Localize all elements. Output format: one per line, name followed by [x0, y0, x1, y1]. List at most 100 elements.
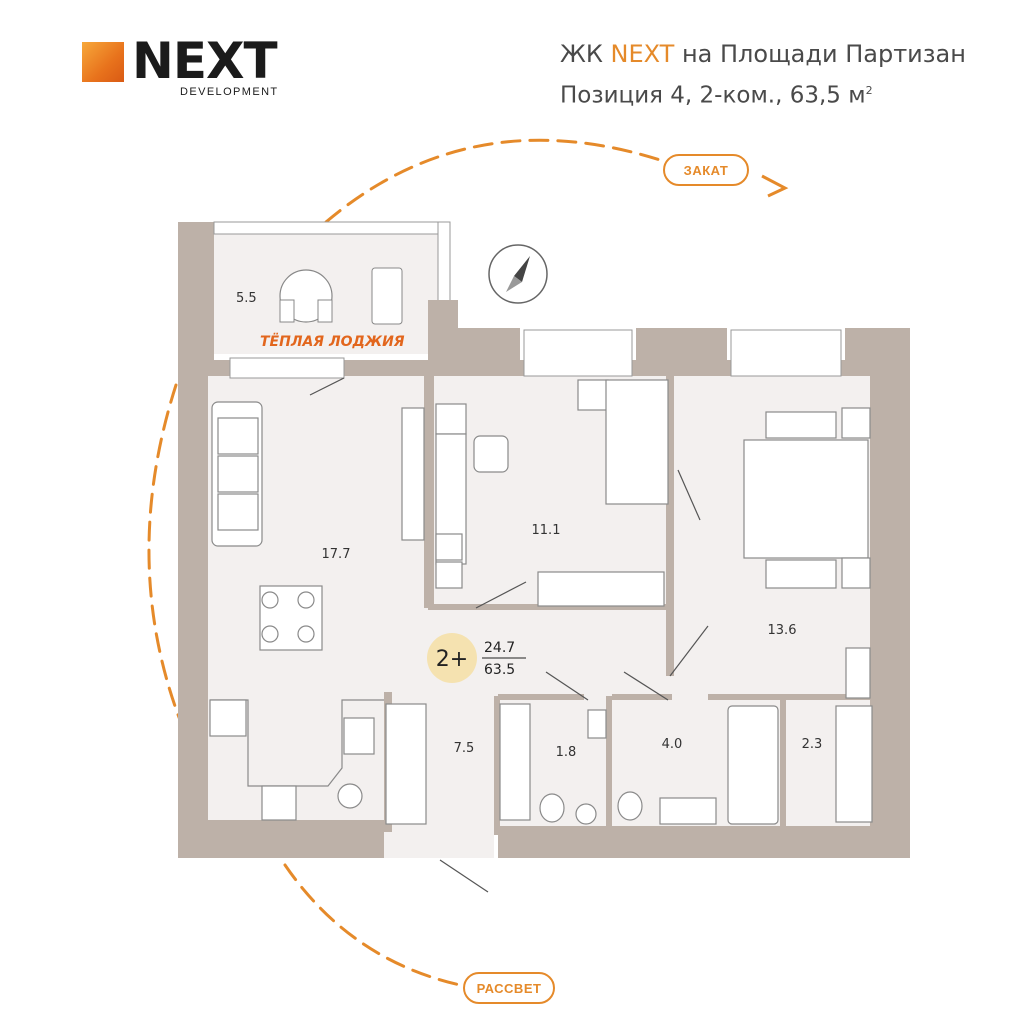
title-accent: NEXT: [610, 40, 675, 68]
badge-living-area: 24.7: [484, 640, 515, 656]
project-title: ЖК NEXT на Площади Партизан: [560, 38, 1020, 70]
tv-stand-icon: [401, 407, 425, 541]
door-swing: [669, 625, 709, 677]
left-arc: [147, 383, 182, 722]
wardrobe-shelf-icon: [835, 705, 873, 823]
compass-needle-south: [506, 276, 522, 292]
doors: [309, 377, 709, 893]
partition-wall: [424, 376, 434, 608]
nightstand-icon: [841, 407, 871, 439]
bathtub-icon: [727, 705, 779, 825]
window: [730, 329, 842, 377]
sunrise-pill-bg: [463, 972, 555, 1004]
desk-icon: [845, 647, 871, 699]
sink-icon: [575, 803, 597, 825]
bed-icon: [605, 379, 669, 505]
chair-icon: [261, 625, 279, 643]
partition-wall: [708, 694, 878, 700]
sunset-pill: ЗАКАТ: [663, 154, 749, 186]
badge-total-area: 63.5: [484, 662, 515, 678]
project-title-block: ЖК NEXT на Площади Партизан Позиция 4, 2…: [560, 38, 1020, 113]
room-area-hall: 7.5: [454, 741, 475, 756]
compass-icon: [488, 244, 548, 304]
sunset-label: ЗАКАТ: [684, 163, 729, 178]
sunrise-pill: РАССВЕТ: [463, 972, 555, 1004]
partition-wall: [428, 604, 670, 610]
washing-machine-icon: [435, 561, 463, 589]
sunrise-arc: [283, 863, 462, 987]
window: [523, 329, 633, 377]
sink-icon: [337, 783, 363, 809]
sunrise-label: РАССВЕТ: [477, 981, 542, 996]
loggia-glazing-side: [437, 221, 451, 303]
armchair-icon: [473, 435, 509, 473]
door-swing: [309, 377, 345, 396]
door-swing: [677, 469, 701, 521]
lounger-icon: [371, 267, 403, 325]
shelf-icon: [499, 703, 531, 821]
sofa-cushion: [217, 455, 259, 493]
apartment-subtitle-text: Позиция 4, 2-ком., 63,5 м: [560, 82, 866, 109]
sunset-arrow-icon: [761, 174, 789, 198]
chair-icon: [261, 591, 279, 609]
chair-icon: [297, 625, 315, 643]
partition-wall: [870, 376, 878, 826]
partition-wall: [666, 376, 674, 676]
badge-circle: [427, 633, 477, 683]
partition-wall: [498, 826, 878, 832]
door-swing: [623, 671, 669, 701]
toilet-icon: [617, 791, 643, 821]
loggia-pillar: [428, 300, 458, 360]
loggia-area: 5.5: [236, 291, 257, 306]
fridge-icon: [343, 717, 375, 755]
bench-icon: [765, 559, 837, 589]
hob-icon: [209, 699, 247, 737]
room-area-bath: 4.0: [662, 737, 683, 752]
stove-icon: [261, 785, 297, 821]
apartment-subtitle: Позиция 4, 2-ком., 63,5 м2: [560, 74, 1020, 113]
chair-icon: [297, 591, 315, 609]
sunset-pill-bg: [663, 154, 749, 186]
loggia-door: [229, 357, 345, 379]
loggia-glazing: [213, 221, 451, 235]
printer-icon: [435, 533, 463, 561]
sofa-cushion: [217, 493, 259, 531]
partition-wall: [606, 696, 612, 828]
room-area-wc: 1.8: [556, 745, 577, 760]
area-unit-sup: 2: [865, 84, 873, 97]
sink-icon: [659, 797, 717, 825]
partition-wall: [208, 820, 388, 830]
chair-icon: [279, 299, 295, 323]
loggia-floor: [214, 222, 450, 354]
room-area-bedroom-large: 13.6: [768, 623, 797, 638]
windows: [229, 329, 842, 379]
room-area-wardrobe: 2.3: [802, 737, 823, 752]
logo-subtitle: DEVELOPMENT: [180, 86, 279, 98]
door-swing: [475, 581, 527, 609]
hall-wardrobe-icon: [385, 703, 427, 825]
sun-path: [147, 138, 662, 987]
logo-wordmark: NEXT: [132, 32, 278, 90]
room-area-living: 17.7: [322, 547, 351, 562]
compass-needle-north: [514, 256, 530, 282]
room-area-bedroom-small: 11.1: [532, 523, 561, 538]
entrance-door-swing: [439, 859, 489, 893]
nightstand-icon: [841, 557, 871, 589]
logo-mark-icon: [82, 42, 124, 82]
title-suffix: на Площади Партизан: [681, 40, 966, 68]
bed-icon: [743, 439, 869, 559]
partition-wall: [498, 694, 584, 700]
wardrobe-icon: [537, 571, 665, 607]
partition-wall: [612, 694, 672, 700]
loggia: 5.5 ТЁПЛАЯ ЛОДЖИЯ: [213, 221, 458, 360]
title-prefix: ЖК: [560, 40, 603, 68]
furniture: [209, 379, 873, 825]
badge-rooms: 2+: [436, 647, 468, 672]
kitchen-counter: [210, 699, 384, 787]
sofa-cushion: [217, 417, 259, 455]
apartment-badge: 2+ 24.7 63.5: [427, 633, 526, 683]
nightstand-icon: [577, 379, 609, 411]
sunset-arc: [324, 138, 662, 224]
partition-wall: [494, 696, 500, 828]
